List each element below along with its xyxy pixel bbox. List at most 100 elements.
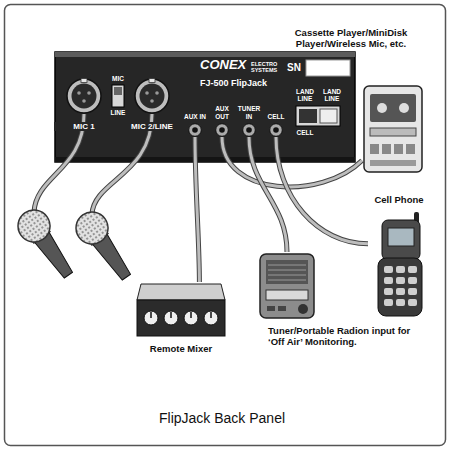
- cell-phone-drawing-part: [384, 288, 393, 295]
- audio-cable-part: [249, 137, 287, 252]
- microphone: [70, 206, 140, 287]
- xlr-jack-drawing-part: [82, 99, 86, 103]
- text-holder: MIC 2/LINE: [117, 122, 187, 131]
- phone-jack-drawing-part: [243, 124, 256, 137]
- phone-jack-drawing-part: [270, 124, 283, 137]
- xlr-jack-drawing-part: [81, 79, 87, 83]
- xlr-jack: MIC 2/LINE: [134, 78, 170, 114]
- serial-number-box: [306, 60, 350, 76]
- cassette-player: Cassette Player/MiniDisk Player/Wireless…: [362, 84, 424, 174]
- xlr-jack-drawing-part: [67, 79, 101, 113]
- microphone-part: [70, 206, 115, 251]
- jack-label: CELL: [264, 113, 289, 120]
- cell-phone-drawing-part: [384, 299, 393, 306]
- cassette-player-drawing-part: [406, 144, 415, 154]
- mic-line-switch: [112, 85, 124, 107]
- text-holder: Cassette Player/MiniDisk Player/Wireless…: [260, 28, 442, 50]
- cell-phone-drawing-part: [384, 277, 393, 284]
- cell-phone-drawing-part: [396, 299, 405, 306]
- portable-radio: Tuner/Portable Radion input for ‘Off Air…: [258, 252, 316, 320]
- portable-radio-drawing-part: [268, 270, 306, 271]
- switch-label: MIC: [107, 75, 129, 82]
- device-label: Remote Mixer: [131, 344, 231, 355]
- land-line-cell-switch-part: [299, 109, 317, 123]
- cell-phone-drawing-part: [388, 228, 414, 246]
- switch-label: LAND LINE: [292, 88, 318, 103]
- portable-radio-drawing-part: [268, 265, 306, 266]
- cell-phone-drawing-part: [396, 266, 405, 273]
- audio-cable-part: [222, 137, 362, 187]
- text-holder: AUX OUT: [210, 105, 235, 120]
- portable-radio-drawing-part: [267, 306, 275, 311]
- text-holder: LINE: [107, 109, 129, 116]
- jack-label: MIC 2/LINE: [117, 122, 187, 131]
- cassette-player-drawing-part: [394, 144, 403, 154]
- cassette-player-drawing-part: [364, 86, 422, 172]
- phone-jack-drawing-part: [273, 127, 279, 133]
- cell-phone-drawing-part: [408, 277, 417, 284]
- switch-label: LINE: [107, 109, 129, 116]
- mic-line-switch-part: [114, 87, 122, 95]
- audio-cable-part: [195, 137, 199, 282]
- phone-jack-drawing-part: [189, 124, 202, 137]
- cassette-player-drawing-part: [399, 103, 409, 113]
- portable-radio-drawing-part: [268, 280, 306, 281]
- phone-jack: CELL: [269, 123, 283, 137]
- text-holder: MIC 1: [54, 122, 114, 131]
- cell-phone-drawing: [368, 212, 430, 318]
- xlr-jack-drawing: [66, 78, 102, 114]
- text-holder: CONEX: [200, 58, 256, 73]
- land-line-cell-switch-part: [320, 109, 337, 123]
- phone-jack: AUX OUT: [215, 123, 229, 137]
- panel-body-part: [55, 52, 355, 162]
- audio-cable: [222, 137, 362, 187]
- phone-jack-drawing-part: [246, 127, 252, 133]
- microphone: [12, 204, 82, 285]
- portable-radio-drawing-part: [298, 304, 308, 314]
- panel-body-part: [55, 52, 355, 57]
- text-holder: LAND LINE: [319, 88, 345, 103]
- cassette-player-drawing-part: [370, 160, 416, 166]
- text-holder: SN: [284, 62, 304, 74]
- remote-mixer: Remote Mixer: [135, 282, 227, 338]
- text-holder: CELL: [292, 129, 318, 136]
- cassette-player-drawing-part: [382, 144, 391, 154]
- xlr-jack-drawing-part: [150, 99, 154, 103]
- panel-body-part: [55, 157, 355, 162]
- brand-subtitle: ELECTRO SYSTEMS: [251, 61, 281, 74]
- jack-label: AUX IN: [183, 113, 208, 120]
- cell-phone-drawing-part: [408, 288, 417, 295]
- phone-jack-drawing-part: [216, 124, 229, 137]
- portable-radio-drawing: [258, 252, 316, 320]
- phone-jack-drawing-part: [192, 127, 198, 133]
- cell-phone-drawing-part: [378, 258, 422, 316]
- device-label: Tuner/Portable Radion input for ‘Off Air…: [268, 326, 423, 348]
- brand-name: CONEX: [200, 58, 256, 73]
- phone-jack: AUX IN: [188, 123, 202, 137]
- xlr-jack-drawing-part: [149, 79, 155, 83]
- text-holder: FJ-500 FlipJack: [200, 78, 295, 88]
- phone-jack-drawing: [188, 123, 202, 137]
- caption: FlipJack Back Panel: [72, 410, 372, 426]
- remote-mixer-drawing-part: [137, 300, 225, 336]
- text-holder: ELECTRO SYSTEMS: [251, 61, 281, 74]
- xlr-jack: MIC 1: [66, 78, 102, 114]
- audio-cable-part: [222, 137, 362, 187]
- audio-cable-part: [276, 137, 368, 244]
- text-holder: Remote Mixer: [131, 344, 231, 355]
- xlr-jack-drawing-part: [87, 91, 91, 95]
- text-holder: AUX IN: [183, 113, 208, 120]
- cell-phone-drawing-part: [396, 288, 405, 295]
- xlr-jack-drawing-part: [155, 91, 159, 95]
- remote-mixer-drawing-part: [170, 312, 172, 318]
- switch-label: CELL: [292, 129, 318, 136]
- land-line-cell-switch: [296, 106, 340, 126]
- microphone-part: [12, 204, 57, 249]
- text-holder: CELL: [264, 113, 289, 120]
- xlr-jack-drawing-part: [135, 79, 169, 113]
- phone-jack-drawing: [269, 123, 283, 137]
- cell-phone: Cell Phone: [368, 212, 430, 318]
- remote-mixer-drawing-part: [204, 311, 218, 325]
- phone-jack-drawing: [215, 123, 229, 137]
